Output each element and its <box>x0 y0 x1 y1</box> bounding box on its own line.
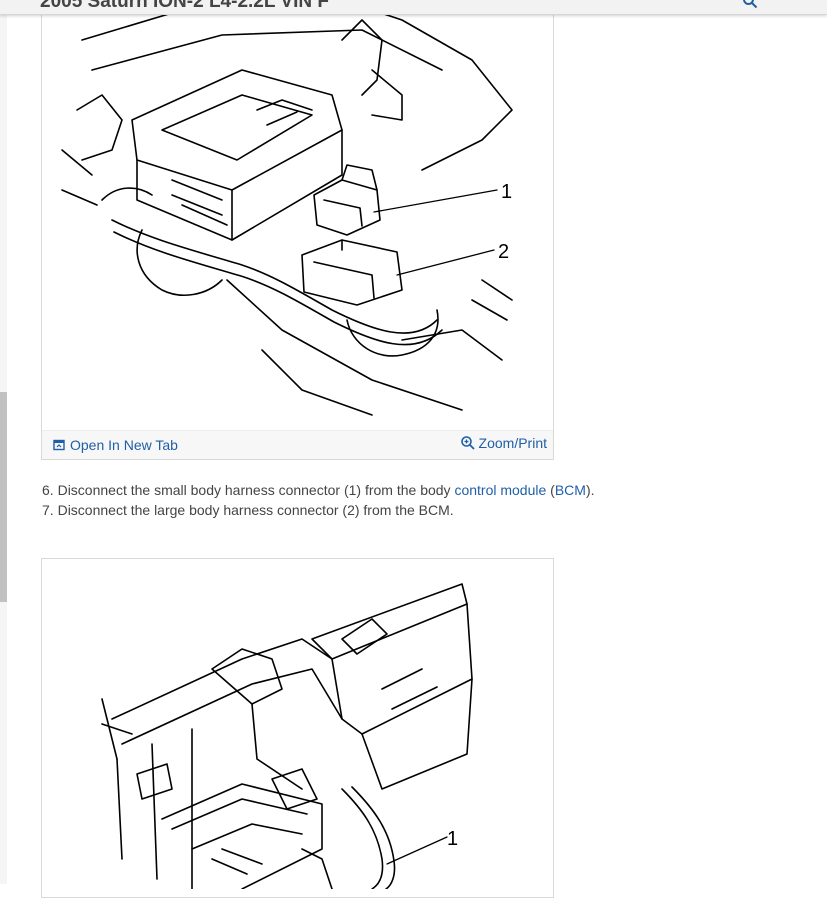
bcm-connector-illustration: 1 2 <box>61 0 513 416</box>
step-number: 6. <box>42 482 54 498</box>
step-text: ( <box>546 482 555 498</box>
dash-harness-illustration: 1 <box>101 583 473 889</box>
control-module-link[interactable]: control module <box>454 482 547 498</box>
figure-card-1: 1 2 Open In New Tab Zoom/Print <box>41 0 554 460</box>
callout-label: 1 <box>501 181 512 203</box>
scrollbar-track[interactable] <box>0 14 7 884</box>
scrollbar-thumb[interactable] <box>0 392 7 602</box>
bcm-link[interactable]: BCM <box>554 482 586 498</box>
callout-label: 2 <box>498 241 509 263</box>
step-item: 7. Disconnect the large body harness con… <box>42 500 595 520</box>
page-title: 2005 Saturn ION-2 L4-2.2L VIN F <box>40 0 329 12</box>
callout-label: 1 <box>447 828 458 850</box>
step-text: ). <box>585 482 595 498</box>
zoom-in-icon <box>460 436 475 450</box>
step-item: 6. Disconnect the small body harness con… <box>42 480 595 500</box>
new-tab-icon <box>53 439 65 451</box>
open-in-new-tab-button[interactable]: Open In New Tab <box>53 437 178 453</box>
figure-card-2: 1 <box>41 558 554 898</box>
step-text: Disconnect the large body harness connec… <box>57 502 454 518</box>
search-icon[interactable] <box>742 0 758 9</box>
zoom-print-button[interactable]: Zoom/Print <box>460 435 547 451</box>
step-text: Disconnect the small body harness connec… <box>57 482 455 498</box>
open-in-new-tab-label: Open In New Tab <box>70 437 178 453</box>
zoom-print-label: Zoom/Print <box>478 435 547 451</box>
step-number: 7. <box>42 502 54 518</box>
procedure-steps: 6. Disconnect the small body harness con… <box>42 480 595 520</box>
header-bar: 2005 Saturn ION-2 L4-2.2L VIN F <box>0 0 827 15</box>
figure-toolbar: Open In New Tab Zoom/Print <box>42 430 553 459</box>
